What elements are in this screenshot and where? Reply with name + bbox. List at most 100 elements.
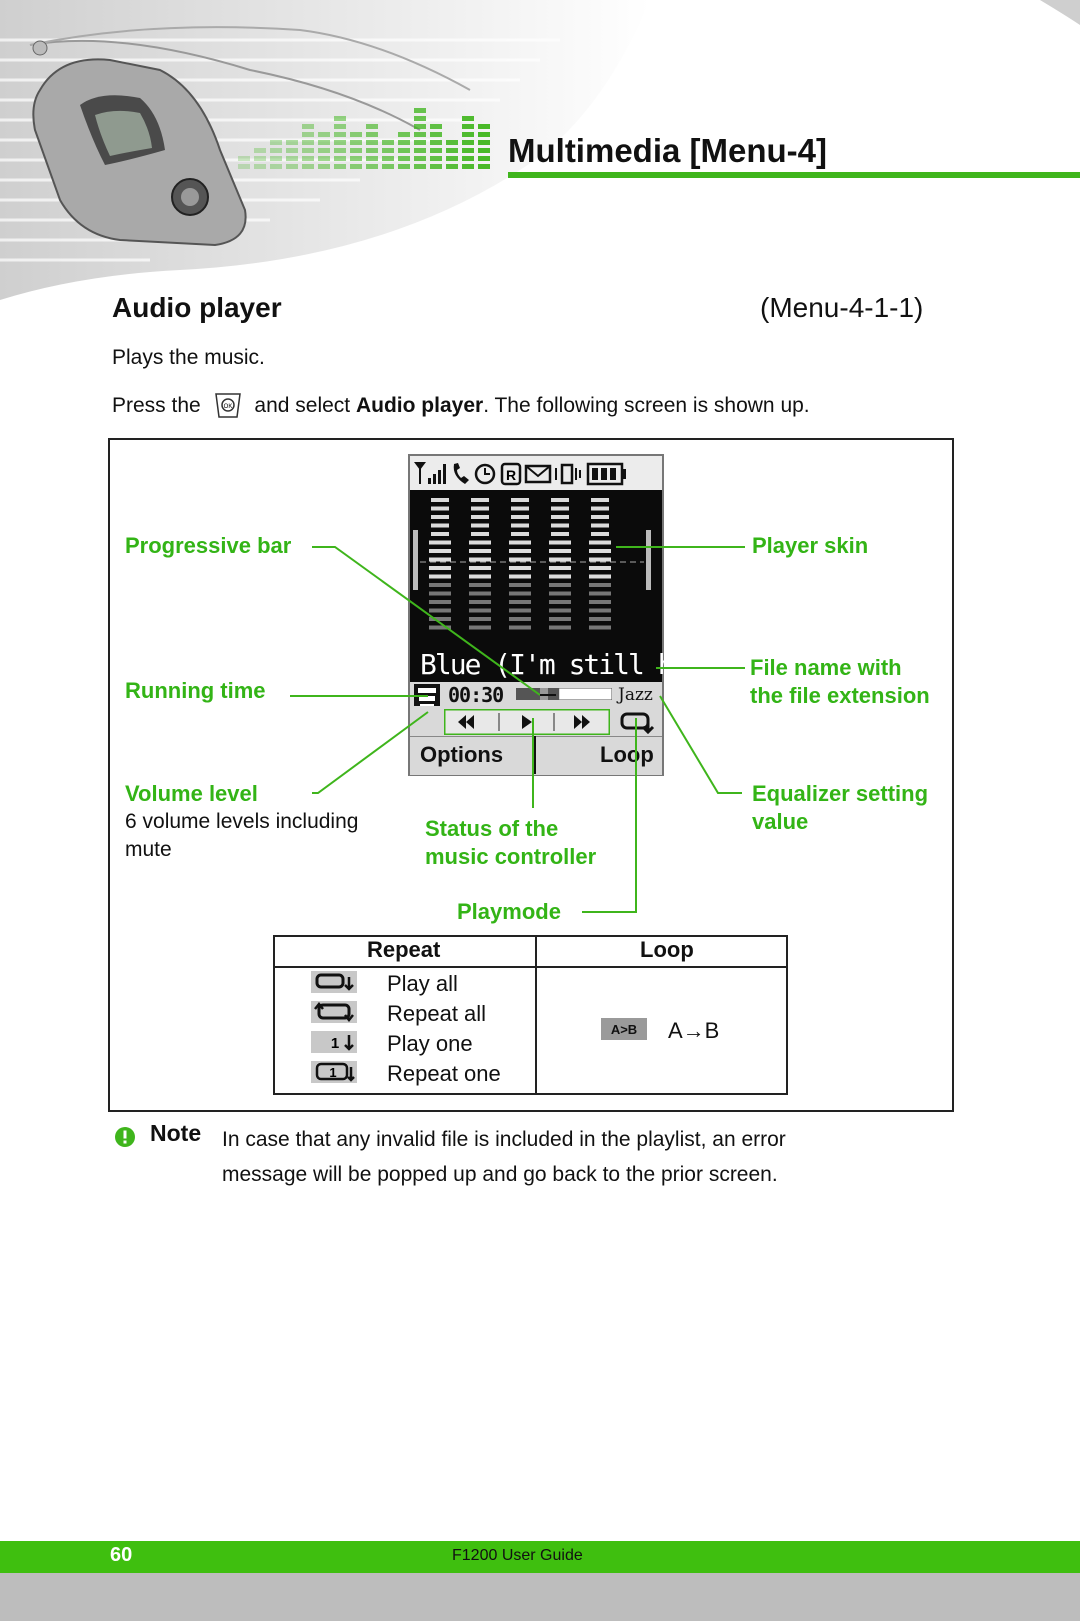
skin-eq-segment: [591, 515, 609, 519]
equalizer-deco-segment: [414, 140, 426, 145]
equalizer-deco-segment: [382, 148, 394, 153]
softkey-loop[interactable]: Loop: [600, 742, 654, 767]
equalizer-deco-segment: [350, 148, 362, 153]
equalizer-deco-segment: [366, 164, 378, 169]
skin-eq-segment: [429, 625, 451, 630]
equalizer-deco-segment: [366, 124, 378, 129]
equalizer-deco-segment: [238, 156, 250, 161]
equalizer-deco-segment: [270, 148, 282, 153]
skin-eq-segment: [509, 574, 531, 579]
equalizer-deco-segment: [302, 140, 314, 145]
equalizer-deco-segment: [478, 156, 490, 161]
skin-eq-segment: [591, 532, 609, 536]
a-b-icon: A>B: [601, 1018, 647, 1040]
equalizer-deco-segment: [398, 148, 410, 153]
skin-eq-segment: [429, 608, 451, 613]
table-column-divider: [535, 935, 537, 1095]
callout-status-line1: Status of the: [425, 816, 559, 841]
equalizer-deco-segment: [446, 164, 458, 169]
repeat-one-icon: 1: [311, 1061, 357, 1083]
header-banner: [0, 0, 1080, 300]
equalizer-deco-segment: [462, 140, 474, 145]
equalizer-deco-segment: [254, 148, 266, 153]
equalizer-deco-segment: [478, 140, 490, 145]
skin-eq-segment: [509, 540, 531, 545]
skin-eq-segment: [469, 591, 491, 596]
svg-text:R: R: [506, 467, 516, 483]
footer-bar: [0, 1541, 1080, 1573]
equalizer-deco-segment: [334, 140, 346, 145]
skin-eq-segment: [509, 600, 531, 604]
equalizer-deco-segment: [254, 156, 266, 161]
skin-eq-segment: [429, 540, 451, 545]
skin-eq-segment: [471, 515, 489, 519]
mode-label-loop-ab: A→B: [668, 1018, 720, 1043]
skin-eq-segment: [589, 566, 611, 570]
skin-eq-segment: [511, 523, 529, 528]
repeat-all-icon: [311, 1001, 357, 1023]
skin-eq-segment: [549, 557, 571, 562]
skin-eq-segment: [429, 566, 451, 570]
skin-eq-segment: [429, 557, 451, 562]
play-one-icon: 1: [311, 1031, 357, 1053]
equalizer-deco-segment: [334, 132, 346, 137]
footer-gray-band: [0, 1573, 1080, 1621]
skin-eq-segment: [471, 532, 489, 536]
equalizer-deco-segment: [334, 148, 346, 153]
skin-eq-segment: [511, 506, 529, 511]
svg-text:1: 1: [331, 1035, 339, 1052]
skin-eq-segment: [589, 583, 611, 587]
skin-eq-segment: [591, 498, 609, 502]
callout-equalizer-line1: Equalizer setting: [752, 781, 929, 806]
skin-eq-segment: [549, 549, 571, 553]
equalizer-deco-segment: [382, 156, 394, 161]
skin-eq-segment: [429, 617, 451, 621]
skin-eq-segment: [469, 566, 491, 570]
equalizer-deco-segment: [350, 164, 362, 169]
skin-eq-segment: [591, 506, 609, 511]
equalizer-deco-segment: [286, 156, 298, 161]
phone-screen: R Blue (I'm still here 00:30 Jazz Option…: [408, 454, 719, 776]
equalizer-deco-segment: [366, 156, 378, 161]
skin-eq-segment: [431, 532, 449, 536]
skin-eq-segment: [509, 608, 531, 613]
skin-eq-segment: [589, 591, 611, 596]
skin-right-slider: [646, 530, 651, 590]
play-all-icon: [311, 971, 357, 993]
guide-name: F1200 User Guide: [452, 1547, 583, 1564]
alarm-icon: [474, 463, 496, 485]
skin-eq-segment: [589, 557, 611, 562]
equalizer-deco-segment: [286, 148, 298, 153]
phone-illustration: [29, 26, 471, 247]
callout-volume-desc-2: mute: [125, 838, 172, 861]
rewind-icon: [458, 715, 474, 729]
song-title: Blue (I'm still here: [420, 648, 719, 681]
skin-eq-segment: [551, 506, 569, 511]
equalizer-deco-segment: [414, 164, 426, 169]
softkey-options[interactable]: Options: [420, 742, 504, 767]
page-number: 60: [110, 1544, 133, 1566]
progress-bar: [516, 688, 612, 700]
skin-eq-segment: [549, 591, 571, 596]
skin-eq-segment: [429, 600, 451, 604]
equalizer-deco-segment: [350, 156, 362, 161]
softkey-divider: [534, 736, 536, 774]
skin-eq-segment: [471, 506, 489, 511]
equalizer-deco-segment: [478, 132, 490, 137]
equalizer-deco-segment: [414, 124, 426, 129]
equalizer-deco-segment: [430, 164, 442, 169]
skin-eq-segment: [551, 532, 569, 536]
equalizer-deco-segment: [462, 124, 474, 129]
equalizer-deco-segment: [430, 124, 442, 129]
svg-text:1: 1: [329, 1065, 336, 1080]
skin-eq-segment: [469, 625, 491, 630]
equalizer-deco-segment: [318, 132, 330, 137]
status-bar: R: [410, 456, 662, 490]
diagram-frame: [108, 438, 954, 1112]
equalizer-deco-segment: [414, 108, 426, 113]
equalizer-deco-segment: [414, 132, 426, 137]
equalizer-deco-segment: [430, 140, 442, 145]
equalizer-deco-segment: [334, 156, 346, 161]
message-icon: [524, 464, 552, 484]
a-b-icon-text: A>B: [611, 1022, 637, 1037]
